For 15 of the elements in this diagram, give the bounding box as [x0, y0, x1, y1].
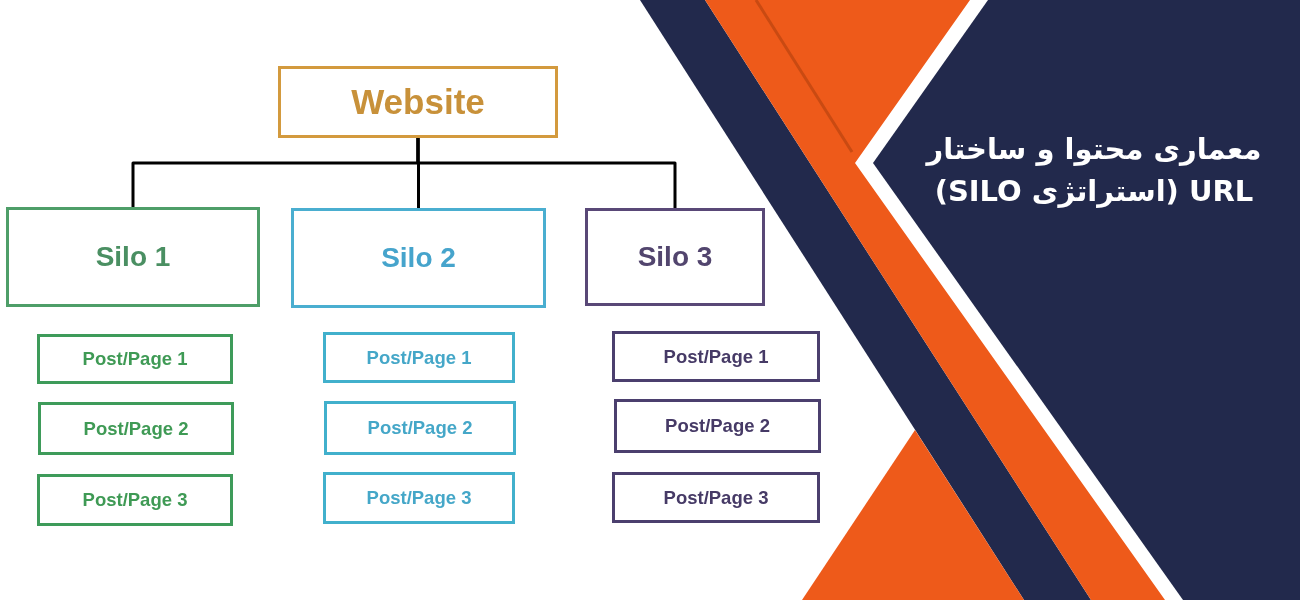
page-box: Post/Page 3: [37, 474, 233, 526]
page-box: Post/Page 1: [37, 334, 233, 384]
page-box: Post/Page 1: [612, 331, 820, 382]
page-box: Post/Page 2: [38, 402, 234, 455]
root-box: Website: [278, 66, 558, 138]
page-box: Post/Page 1: [323, 332, 515, 383]
title: معماری محتوا و ساختار URL (استراتژی SILO): [924, 131, 1263, 210]
page-box: Post/Page 2: [614, 399, 821, 453]
category-box: Silo 2: [291, 208, 546, 308]
category-box: Silo 3: [585, 208, 765, 306]
page-box: Post/Page 3: [323, 472, 515, 524]
connector-line: [416, 138, 677, 208]
page-box: Post/Page 2: [324, 401, 516, 455]
page-box: Post/Page 3: [612, 472, 820, 523]
category-box: Silo 1: [6, 207, 260, 307]
